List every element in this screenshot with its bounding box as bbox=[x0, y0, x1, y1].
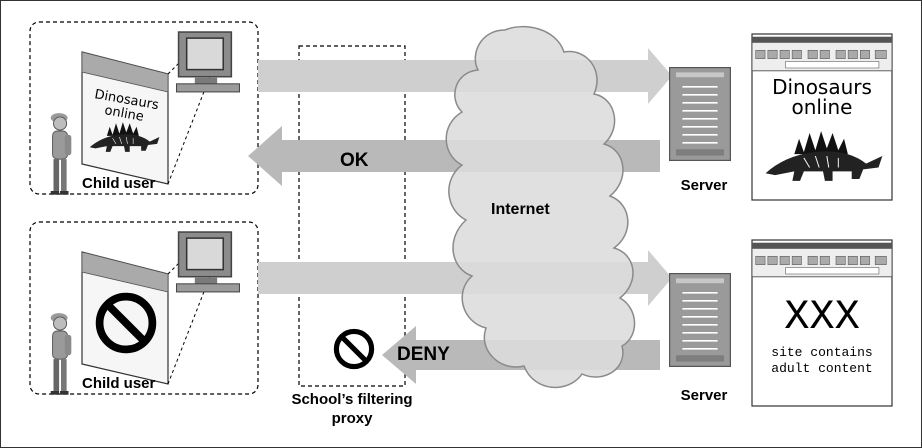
webpage-xxx: XXX bbox=[784, 293, 860, 341]
internet-label: Internet bbox=[491, 201, 550, 218]
top-client-panel bbox=[29, 21, 259, 195]
monitor-icon bbox=[175, 31, 241, 93]
thumbnail-title-line2: online bbox=[103, 103, 145, 125]
bottom-client: Child user bbox=[50, 231, 241, 396]
bottom-child-user-label: Child user bbox=[82, 375, 156, 392]
browser-toolbar bbox=[752, 36, 892, 72]
top-client: Dinosaurs online Child user bbox=[50, 31, 241, 196]
deny-label: DENY bbox=[397, 344, 450, 365]
adult-webpage: XXX site contains adult content bbox=[751, 239, 893, 407]
monitor-icon bbox=[175, 231, 241, 293]
proxy-label-line2: proxy bbox=[332, 410, 374, 427]
person-icon bbox=[50, 112, 72, 196]
proxy-label-line1: School’s filtering bbox=[291, 391, 412, 408]
proxy-panel bbox=[298, 45, 406, 387]
dinosaur-webpage: Dinosaurs online bbox=[751, 33, 893, 201]
top-child-user-label: Child user bbox=[82, 175, 156, 192]
webpage-title-line2: online bbox=[791, 95, 852, 119]
ok-label: OK bbox=[340, 150, 369, 171]
webpage-title-line1: Dinosaurs bbox=[772, 75, 872, 99]
webpage-warning-line1: site contains bbox=[771, 345, 872, 360]
server-icon bbox=[668, 66, 732, 162]
webpage-warning-line2: adult content bbox=[771, 361, 872, 376]
no-entry-icon bbox=[336, 331, 371, 366]
cloud-icon bbox=[445, 26, 636, 389]
bottom-server-label: Server bbox=[681, 387, 728, 404]
top-server-label: Server bbox=[681, 177, 728, 194]
browser-toolbar bbox=[752, 242, 892, 278]
server-icon bbox=[668, 272, 732, 368]
bottom-client-panel bbox=[29, 221, 259, 395]
person-icon bbox=[50, 312, 72, 396]
